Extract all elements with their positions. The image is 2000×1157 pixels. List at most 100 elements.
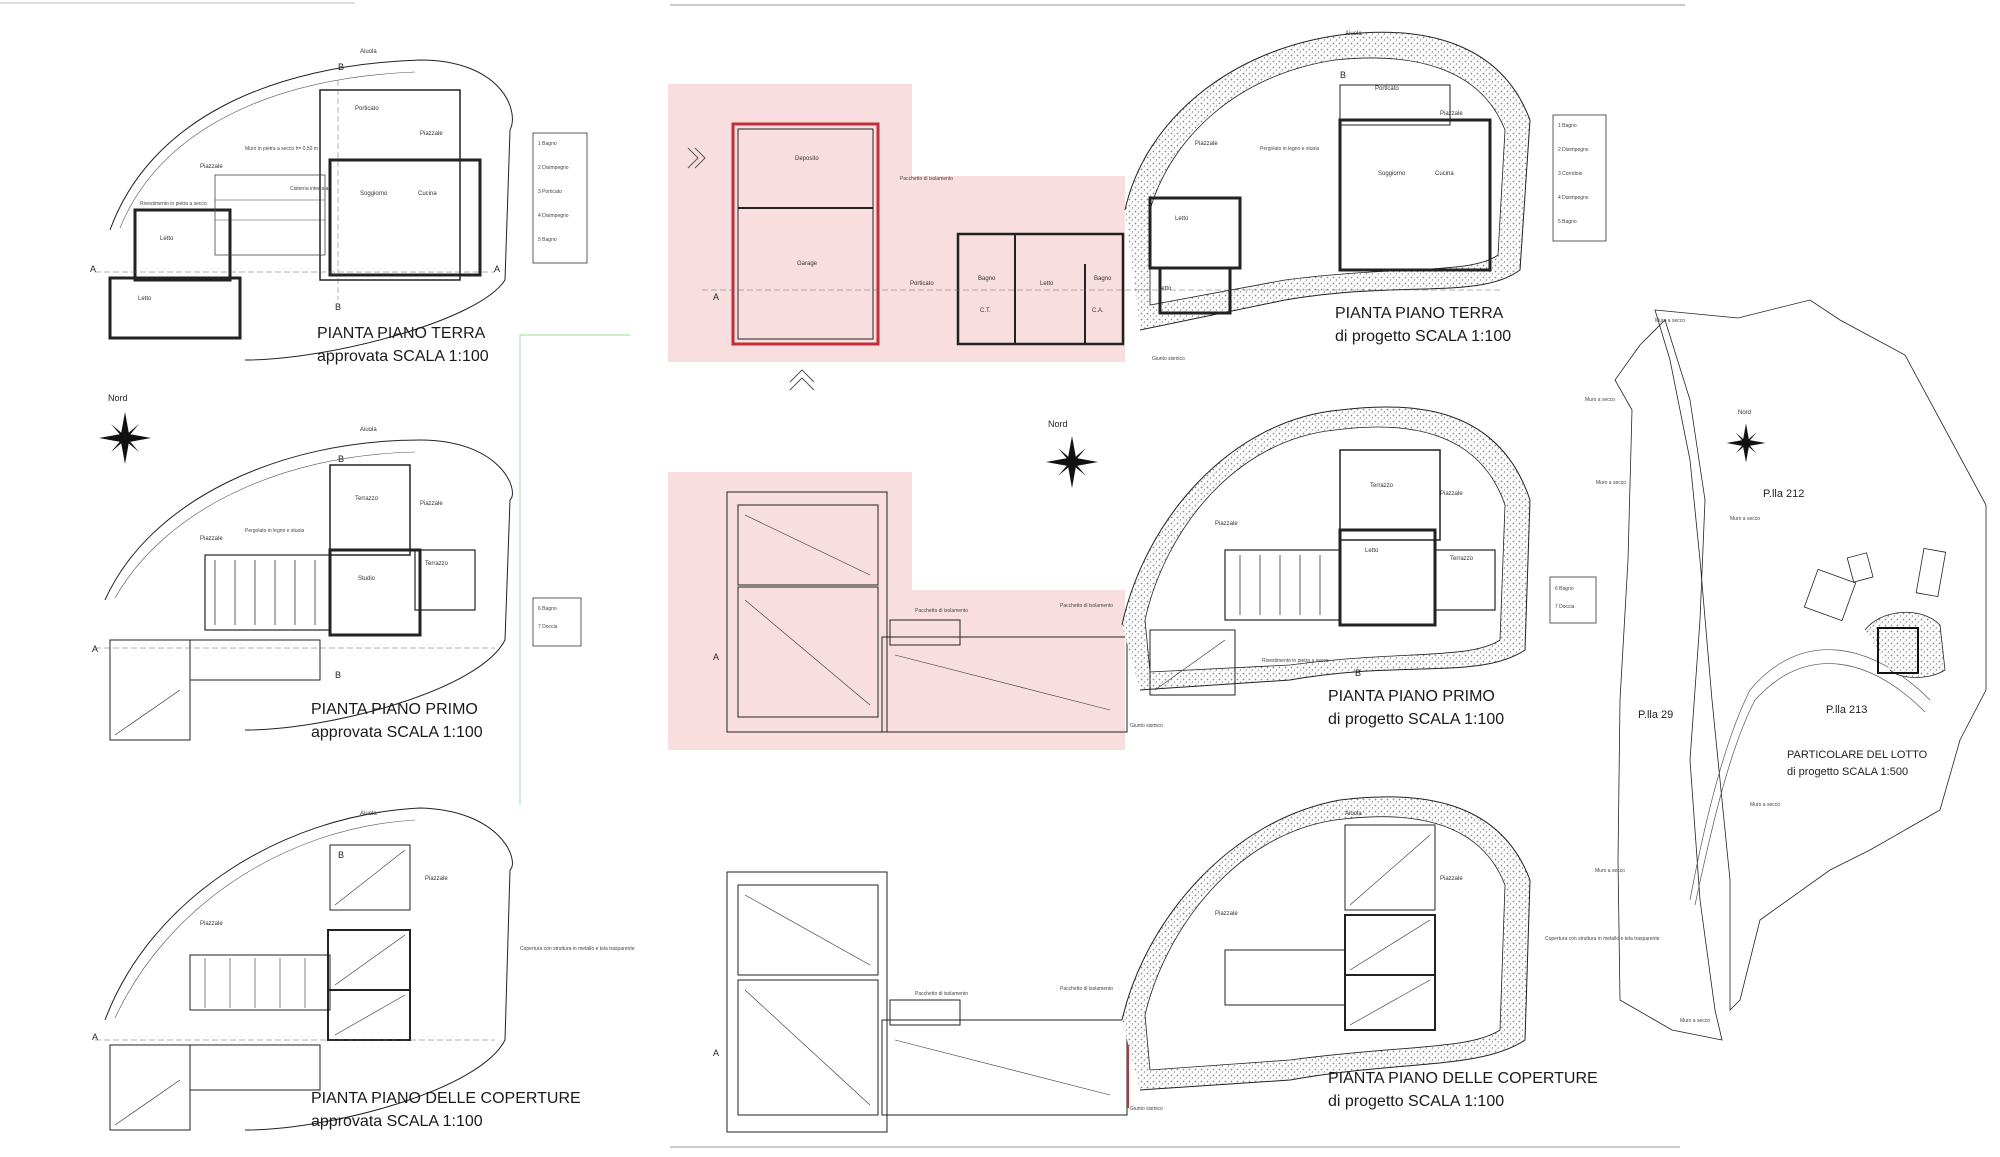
north-label-middle: Nord	[1048, 419, 1068, 429]
porticato-label-proj-2: Porticato	[1375, 86, 1399, 92]
aiuola-label-roof: Aiuola	[360, 811, 377, 817]
terrazzo-label-2: Terrazzo	[425, 561, 449, 567]
highlight-area-first	[668, 472, 1125, 750]
legend-box-project-first	[1549, 576, 1597, 624]
letto-label-proj-3: Letto	[1158, 286, 1172, 292]
legend-entry: 6 Bagno	[538, 606, 557, 612]
north-arrow-lot-icon	[1726, 423, 1766, 463]
legend-entry: 3 Porticato	[538, 189, 562, 195]
section-mark-b-first-proj: B	[1355, 668, 1361, 678]
title-project-ground-1: PIANTA PIANO TERRA	[1335, 305, 1504, 322]
bagno-label-proj-2: Bagno	[1094, 276, 1112, 282]
piazzale-label-first-proj-2: Piazzale	[1215, 521, 1238, 527]
legend-entry: 1 Bagno	[1558, 123, 1577, 129]
legend-entry: 1 Bagno	[538, 141, 557, 147]
porticato-label-proj: Porticato	[910, 281, 934, 287]
section-mark-a: A	[90, 264, 96, 274]
title-project-roof-1: PIANTA PIANO DELLE COPERTURE	[1328, 1070, 1598, 1087]
green-reference-line	[519, 334, 630, 805]
legend-box-approved-ground	[532, 132, 588, 264]
piazzale-label-roof-proj-2: Piazzale	[1215, 911, 1238, 917]
legend-entry: 5 Bagno	[538, 237, 557, 243]
rivestimento-note-first: Rivestimento in pietra a secco	[1262, 658, 1329, 664]
copertura-note-proj: Copertura con struttura in metallo e tel…	[1545, 936, 1660, 942]
section-mark-b4: B	[335, 670, 341, 680]
arrow-right-icon-2	[694, 147, 706, 169]
section-mark-b5: B	[338, 850, 344, 860]
arrow-right-icon	[687, 147, 699, 169]
legend-entry: 7 Doccia	[538, 624, 558, 630]
title-approved-first-2: approvata SCALA 1:100	[311, 724, 483, 741]
giunto-note-roof: Giunto sismico	[1130, 1106, 1163, 1112]
approved-first-plan: Aiuola Terrazzo Terrazzo Piazzale Piazza…	[92, 427, 513, 741]
muro-note: Muro in pietra a secco h= 0,50 m	[245, 146, 318, 152]
legend-entry: 6 Bagno	[1555, 586, 1574, 592]
arrow-up-icon	[789, 369, 815, 383]
letto-label-first-proj: Letto	[1365, 548, 1379, 554]
pacchetto-note-roof-2: Pacchetto di isolamento	[1060, 986, 1113, 992]
pacchetto-note-first-2: Pacchetto di isolamento	[1060, 603, 1113, 609]
deposito-label: Deposito	[795, 156, 819, 162]
project-first-plan: Terrazzo Terrazzo Letto Piazzale Piazzal…	[713, 406, 1531, 733]
piazzale-label-proj-2: Piazzale	[1195, 141, 1218, 147]
title-lot-2: di progetto SCALA 1:500	[1787, 766, 1908, 778]
section-mark-b3: B	[338, 454, 344, 464]
muro-secco-label-3: Muro a secco	[1730, 516, 1760, 522]
section-mark-a-roof-proj: A	[713, 1048, 719, 1058]
piazzale-label-roof-proj: Piazzale	[1440, 876, 1463, 882]
section-mark-a-proj: A	[713, 292, 719, 302]
title-project-ground-2: di progetto SCALA 1:100	[1335, 328, 1511, 345]
title-approved-ground-1: PIANTA PIANO TERRA	[317, 325, 486, 342]
section-mark-a5: A	[92, 1032, 98, 1042]
soggiorno-label: Soggiorno	[360, 191, 388, 197]
piazzale-label-first-2: Piazzale	[200, 536, 223, 542]
legend-approved-ground: 1 Bagno 2 Disimpegno 3 Porticato 4 Disimpeg…	[538, 141, 569, 243]
giunto-note-first: Giunto sismico	[1130, 723, 1163, 729]
letto-label-proj: Letto	[1040, 281, 1054, 287]
piazzale-label-roof-2: Piazzale	[200, 921, 223, 927]
piazzale-label-first-proj: Piazzale	[1440, 491, 1463, 497]
studio-label: Studio	[358, 576, 376, 582]
pergolato-note-proj: Pergolato in legno e stuoia	[1260, 146, 1319, 152]
aiuola-label: Aiuola	[360, 49, 377, 55]
parcel-213-label: P.lla 213	[1826, 704, 1867, 716]
soggiorno-label-proj: Soggiorno	[1378, 171, 1406, 177]
pergolato-note: Pergolato in legno e stuoia	[245, 528, 304, 534]
giunto-note: Giunto sismico	[1152, 356, 1185, 362]
aiuola-label-first: Aiuola	[360, 427, 377, 433]
section-mark-b: B	[338, 62, 344, 72]
piazzale-label-first: Piazzale	[420, 501, 443, 507]
north-arrow-left-icon	[99, 412, 151, 464]
piazzale-label-roof: Piazzale	[425, 876, 448, 882]
letto-label-proj-2: Letto	[1175, 216, 1189, 222]
terrazzo-label-proj: Terrazzo	[1370, 483, 1394, 489]
ct-label: C.T.	[980, 308, 991, 314]
muro-secco-label-7: Muro a secco	[1680, 1018, 1710, 1024]
legend-entry: 4 Disimpegno	[538, 213, 569, 219]
aiuola-label-proj: Aiuola	[1345, 31, 1362, 37]
section-mark-b2: B	[335, 302, 341, 312]
legend-entry: 7 Doccia	[1555, 604, 1575, 610]
legend-entry: 5 Bagno	[1558, 219, 1577, 225]
project-roof-plan: Aiuola Piazzale Piazzale Copertura con s…	[713, 796, 1660, 1133]
muro-secco-label-4: Muro a secco	[1655, 318, 1685, 324]
legend-box-project-ground	[1552, 114, 1607, 242]
piazzale-label-proj: Piazzale	[1440, 111, 1463, 117]
north-label-left: Nord	[108, 393, 128, 403]
legend-box-approved-first	[532, 597, 582, 647]
title-lot-1: PARTICOLARE DEL LOTTO	[1787, 749, 1928, 761]
cisterna-note: Cisterna interrata	[290, 186, 329, 192]
approved-roof-plan: Aiuola Piazzale Piazzale Copertura con s…	[92, 807, 635, 1131]
project-ground-plan: Deposito Garage Porticato Bagno Letto Ba…	[702, 31, 1531, 362]
rivestimento-note: Rivestimento in pietra a secco	[140, 201, 207, 207]
title-project-first-1: PIANTA PIANO PRIMO	[1328, 688, 1495, 705]
bagno-label-proj: Bagno	[978, 276, 996, 282]
legend-entry: 2 Disimpegno	[538, 165, 569, 171]
piazzale-label: Piazzale	[420, 131, 443, 137]
title-approved-ground-2: approvata SCALA 1:100	[317, 348, 489, 365]
muro-secco-label-5: Muro a secco	[1750, 802, 1780, 808]
legend-entry: 2 Disimpegno	[1558, 147, 1589, 153]
porticato-label: Porticato	[355, 106, 379, 112]
